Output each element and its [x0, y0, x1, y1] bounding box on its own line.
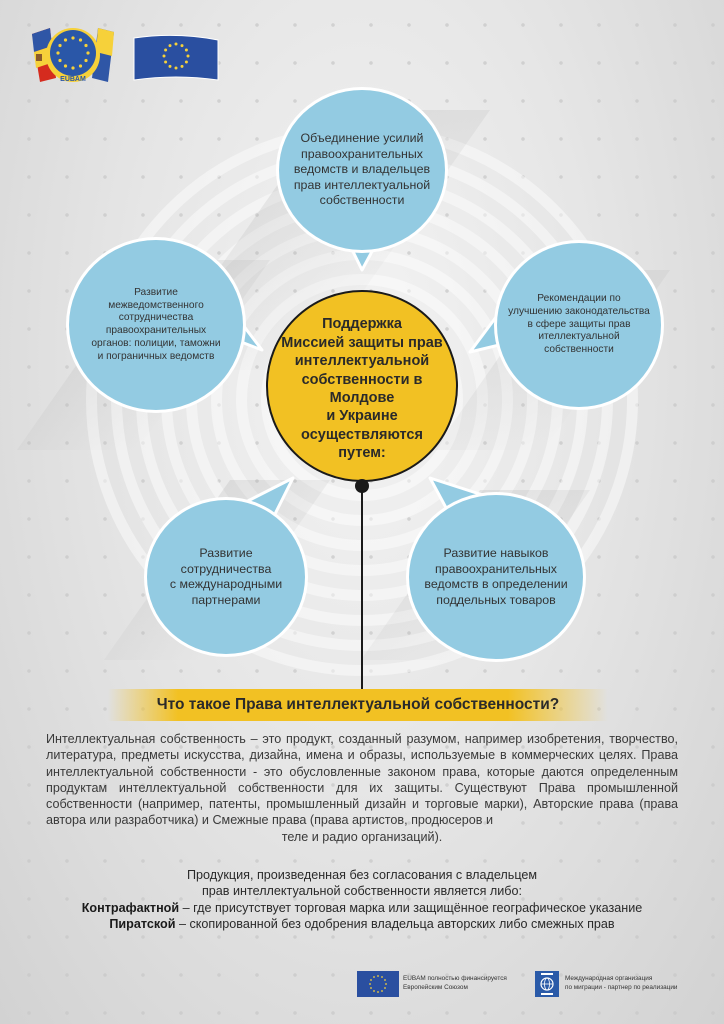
- products-section: Продукция, произведенная без согласовани…: [40, 867, 684, 932]
- footer-text-line: Европейским Союзом: [403, 983, 468, 991]
- eu-flag-icon: [357, 971, 399, 997]
- center-text-line: Миссией защиты прав: [281, 334, 443, 351]
- iom-partner-note: Международная организация по миграции - …: [565, 975, 677, 992]
- footer-text-line: EUBAM полностью финансируется: [403, 975, 507, 982]
- eu-funding-note: EUBAM полностью финансируется Европейски…: [403, 975, 507, 992]
- bubble-text-line: собственности: [544, 344, 614, 356]
- center-text-line: интеллектуальной: [294, 353, 430, 370]
- counterfeit-desc: – где присутствует торговая марка или за…: [179, 900, 643, 915]
- bubble-text-line: Развитие: [134, 286, 178, 298]
- definition-last-line: теле и радио организаций).: [281, 829, 443, 844]
- svg-text:EUBAM: EUBAM: [60, 76, 86, 83]
- bubble-legislation-recommendations: Рекомендации по улучшению законодательст…: [494, 240, 664, 410]
- products-intro-line: прав интеллектуальной собственности явля…: [201, 884, 522, 899]
- connector-dot: [355, 479, 369, 493]
- pirated-term: Пиратской: [109, 916, 176, 931]
- bubble-text-line: ведомств в определении: [424, 577, 568, 591]
- bubble-text-line: прав интеллектуальной: [293, 177, 431, 192]
- pirated-desc: – скопированной без одобрения владельца …: [175, 916, 615, 931]
- center-text-line: собственности в Молдове: [301, 371, 423, 406]
- center-text-line: осуществляются: [301, 426, 423, 443]
- bubble-text-line: правоохранительных: [435, 561, 557, 576]
- central-circle: Поддержка Миссией защиты прав интеллекту…: [266, 290, 458, 482]
- definition-body: Интеллектуальная собственность – это про…: [46, 732, 678, 828]
- bubble-international-cooperation: Развитие сотрудничества с международными…: [144, 497, 308, 657]
- bubble-text-line: правоохранительных: [301, 146, 423, 161]
- bubble-text-line: поддельных товаров: [436, 592, 556, 607]
- bubble-skills-development: Развитие навыков правоохранительных ведо…: [406, 492, 586, 662]
- center-text-line: Поддержка: [322, 316, 402, 333]
- connector-line: [361, 486, 363, 693]
- bubble-text-line: правоохранительных: [105, 325, 207, 336]
- eu-flag-icon: [133, 34, 219, 81]
- bubble-text-line: ителлектуальной: [538, 331, 620, 343]
- bubble-joint-efforts: Объединение усилий правоохранительных ве…: [276, 87, 448, 253]
- bubble-text-line: в сфере защиты прав: [527, 318, 631, 330]
- footer-text-line: по миграции - партнер по реализации: [565, 983, 678, 991]
- bubble-text-line: собственности: [319, 193, 405, 208]
- pirated-definition: Пиратской – скопированной без одобрения …: [40, 916, 684, 932]
- question-banner: Что такое Права интеллектуальной собстве…: [108, 689, 608, 721]
- bubble-text-line: с международными: [169, 577, 283, 591]
- definition-paragraph: Интеллектуальная собственность – это про…: [46, 731, 678, 845]
- bubble-text-line: Развитие: [199, 546, 253, 560]
- bubble-text-line: сотрудничества: [180, 561, 272, 576]
- center-text-line: путем:: [338, 445, 386, 462]
- bubble-text-line: ведомств и владельцев: [293, 162, 431, 177]
- question-title: Что такое Права интеллектуальной собстве…: [156, 696, 560, 713]
- bubble-text-line: улучшению законодательства: [508, 305, 650, 317]
- bubble-text-line: Объединение усилий: [300, 131, 424, 146]
- bubble-text-line: и пограничных ведомств: [97, 350, 215, 362]
- bubble-text-line: сотрудничества: [118, 312, 194, 324]
- bubble-text-line: партнерами: [191, 592, 261, 607]
- bubble-text-line: межведомственного: [108, 299, 204, 311]
- bubble-interagency-cooperation: Развитие межведомственного сотрудничеств…: [66, 237, 246, 413]
- footer-text-line: Международная организация: [565, 975, 653, 982]
- counterfeit-term: Контрафактной: [81, 900, 180, 915]
- eubam-logo-icon: EUBAM: [32, 28, 114, 83]
- center-text-line: и Украине: [326, 408, 398, 425]
- iom-logo-icon: [535, 971, 559, 997]
- counterfeit-definition: Контрафактной – где присутствует торгова…: [40, 900, 684, 916]
- bubble-text-line: органов: полиции, таможни: [91, 337, 221, 349]
- products-intro-line: Продукция, произведенная без согласовани…: [186, 868, 538, 882]
- bubble-text-line: Рекомендации по: [537, 293, 621, 305]
- bubble-text-line: Развитие навыков: [443, 546, 549, 560]
